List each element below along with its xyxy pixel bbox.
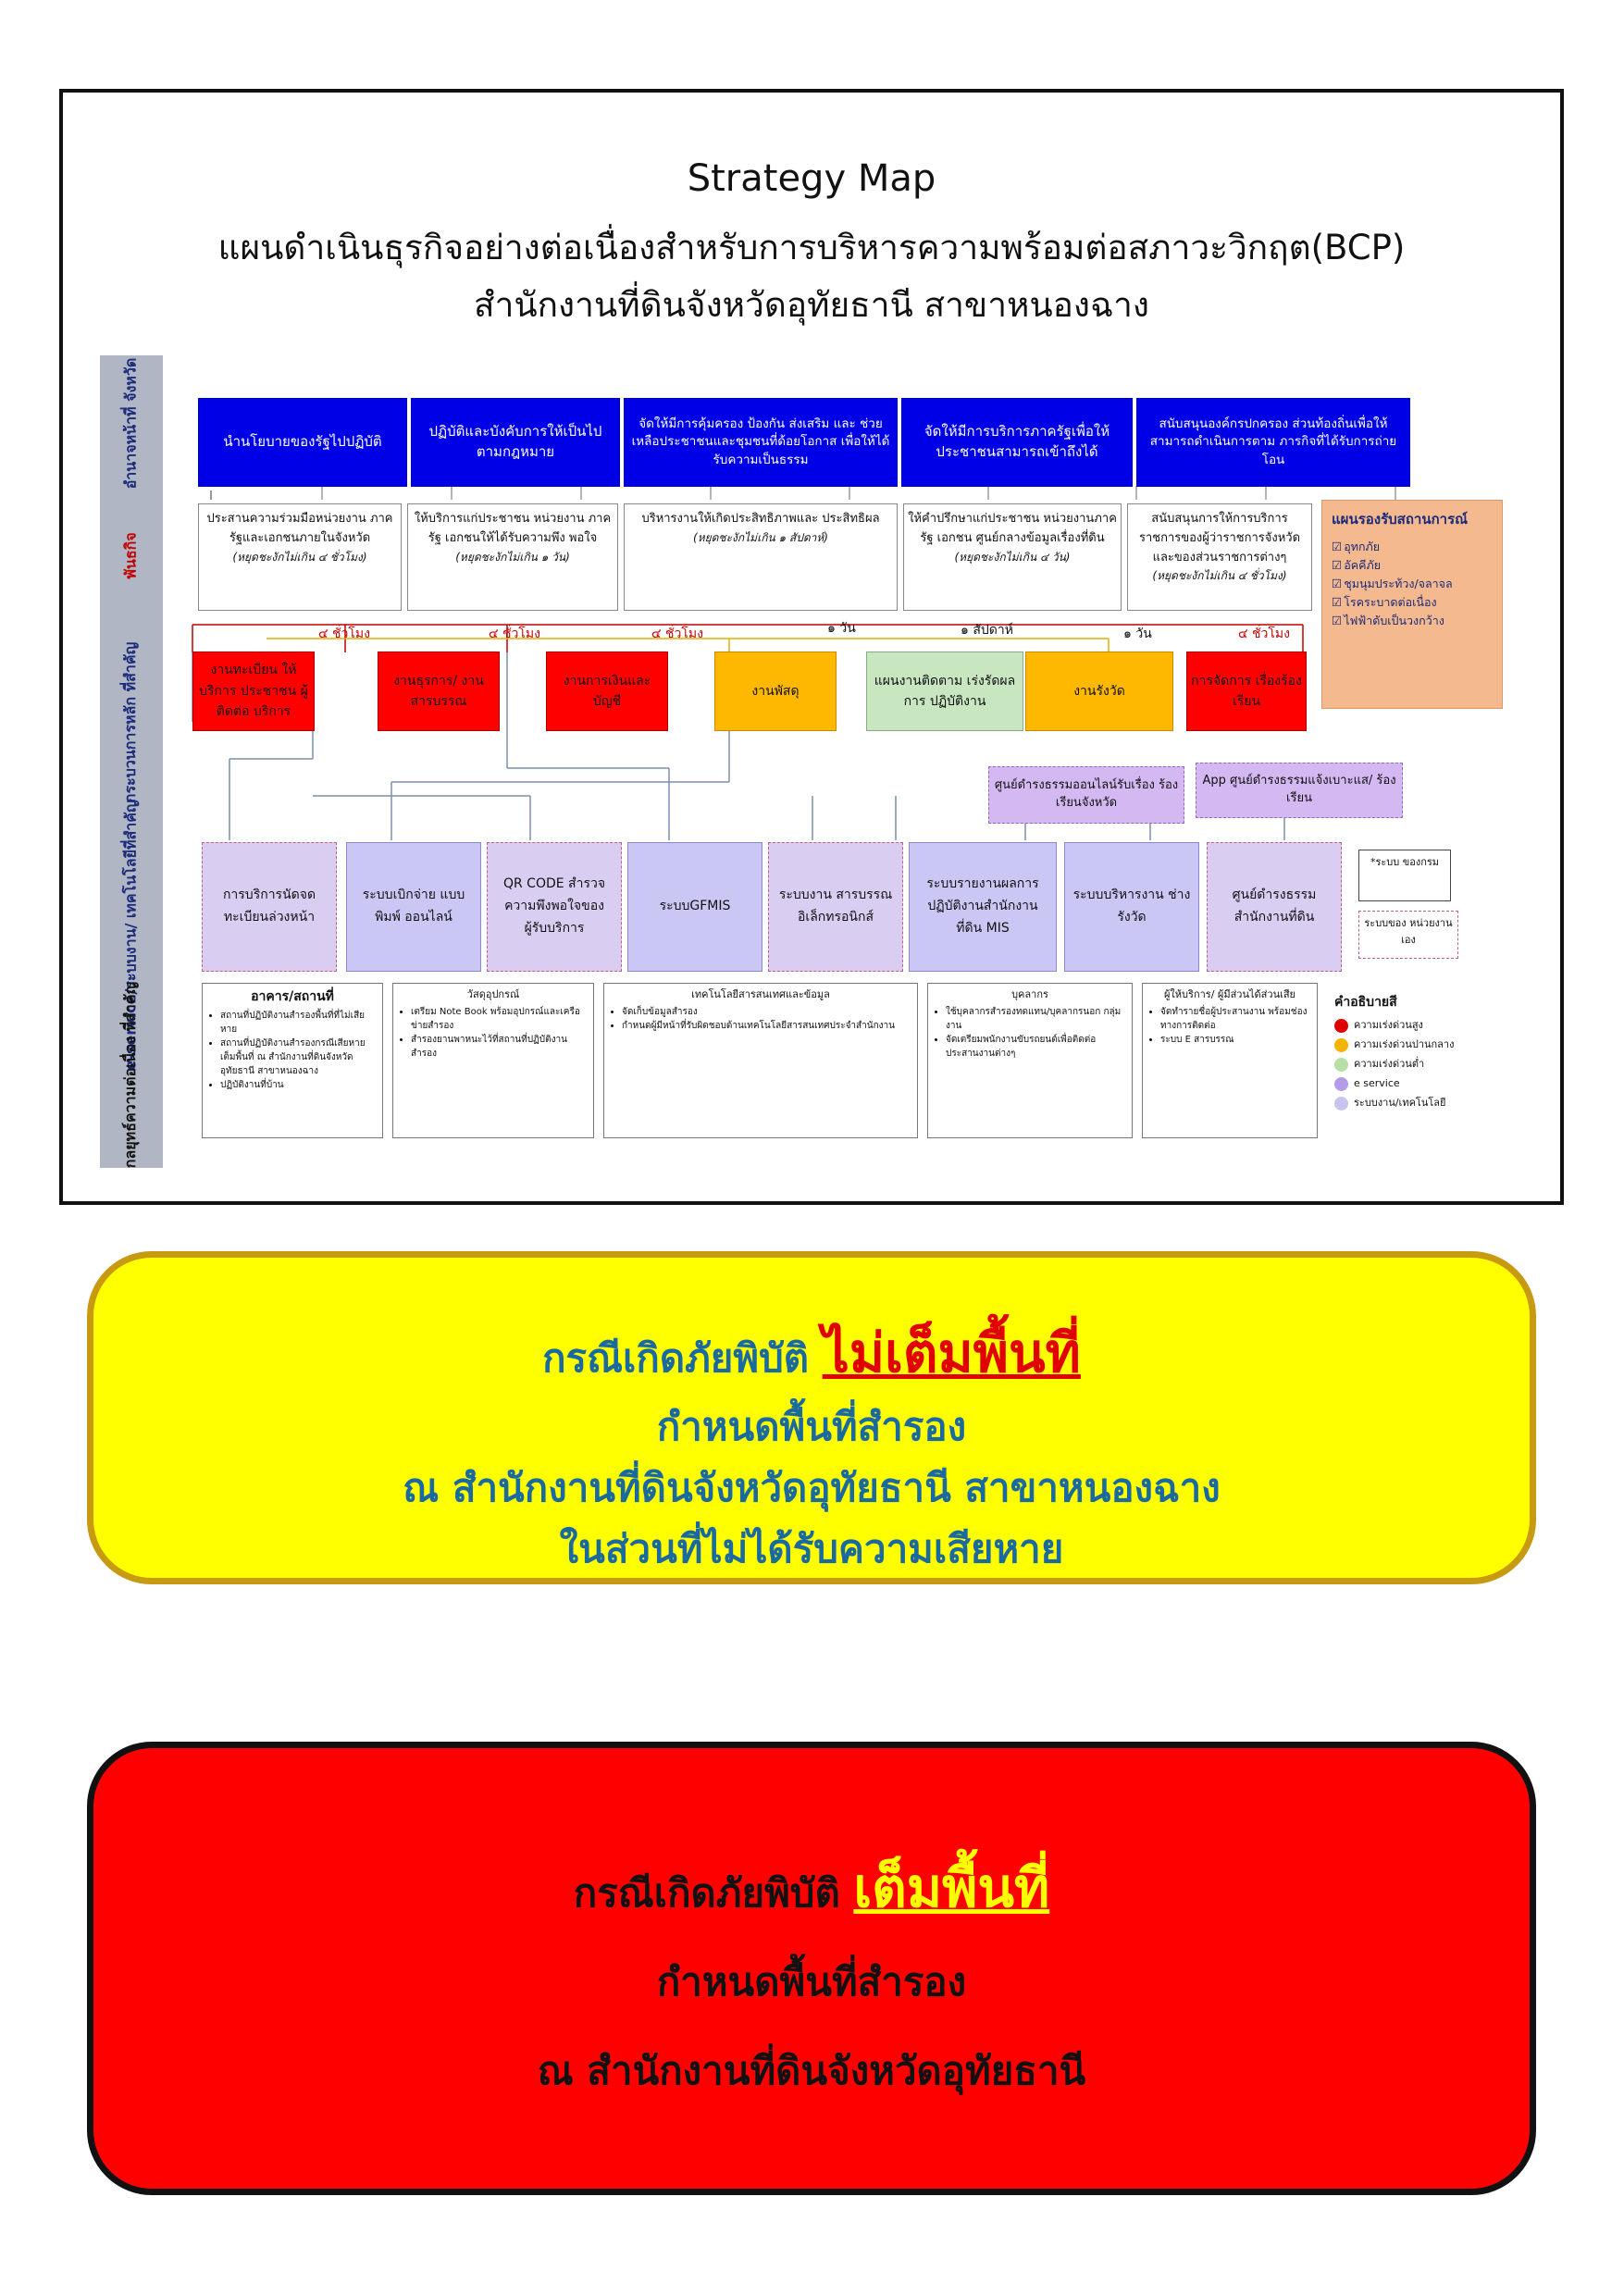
eservice-mis: ระบบรายงานผลการ ปฏิบัติงานสำนักงาน ที่ดิ… — [909, 842, 1057, 972]
full-panel-line2: กำหนดพื้นที่สำรอง — [656, 1959, 967, 2004]
note-own-system: ระบบของ หน่วยงานเอง — [1358, 911, 1458, 959]
side-label-band — [100, 355, 163, 1168]
mission-box-1: ประสานความร่วมมือหน่วยงาน ภาครัฐและเอกชน… — [198, 503, 402, 611]
partial-panel-line2: กำหนดพื้นที่สำรอง — [656, 1404, 967, 1449]
eservice-complaint-app: App ศูนย์ดำรงธรรมแจ้งเบาะแส/ ร้องเรียน — [1196, 763, 1403, 818]
mission-box-2: ให้บริการแก่ประชาชน หน่วยงาน ภาครัฐ เอกช… — [407, 503, 618, 611]
duration-label-2: ๔ ชั่วโมง — [489, 627, 540, 641]
strategy-personnel: บุคลากร ใช้บุคลากรสำรองทดแทน/บุคลากรนอก … — [927, 983, 1133, 1138]
full-panel-headline: กรณีเกิดภัยพิบัติ เต็มพื้นที่ — [573, 1856, 1050, 1919]
strategy-stakeholders: ผู้ให้บริการ/ ผู้มีส่วนได้ส่วนเสีย จัดทำ… — [1142, 983, 1318, 1138]
duration-label-6: ๑ วัน — [1123, 627, 1152, 641]
legend-item-low: ความเร่งด่วนต่ำ — [1334, 1055, 1501, 1074]
side-label-mission: พันธกิจ — [121, 531, 140, 579]
duration-label-7: ๔ ชั่วโมง — [1238, 627, 1290, 641]
process-survey: งานรังวัด — [1025, 652, 1173, 731]
plan-item-epidemic: โรคระบาดต่อเนื่อง — [1332, 593, 1493, 612]
mission-box-4: ให้คำปรึกษาแก่ประชาชน หน่วยงานภาครัฐ เอก… — [903, 503, 1122, 611]
legend-title: คำอธิบายสี — [1334, 995, 1397, 1010]
map-title-th-1: แผนดำเนินธุรกิจอย่างต่อเนื่องสำหรับการบร… — [217, 228, 1406, 267]
legend-item-eservice: e service — [1334, 1074, 1501, 1094]
eservice-disbursement: ระบบเบิกจ่าย แบบพิมพ์ ออนไลน์ — [346, 842, 481, 972]
process-complaints: การจัดการ เรื่องร้องเรียน — [1186, 652, 1307, 731]
strategy-equipment: วัสดุอุปกรณ์ เตรียม Note Book พร้อมอุปกร… — [392, 983, 594, 1138]
side-label-core-process: กระบวนการหลัก ที่สำคัญ — [121, 641, 140, 802]
strategy-it: เทคโนโลยีสารสนเทศและข้อมูล จัดเก็บข้อมูล… — [603, 983, 918, 1138]
partial-panel-line4: ในส่วนที่ไม่ได้รับความเสียหาย — [559, 1526, 1064, 1571]
strategy-map-frame: Strategy Map แผนดำเนินธุรกิจอย่างต่อเนื่… — [59, 89, 1564, 1205]
full-panel-line3: ณ สำนักงานที่ดินจังหวัดอุทัยธานี — [537, 2048, 1086, 2093]
contingency-plan-box: แผนรองรับสถานการณ์ อุทกภัย อัคคีภัย ชุมน… — [1321, 500, 1503, 709]
color-legend: คำอธิบายสี ความเร่งด่วนสูง ความเร่งด่วนป… — [1334, 992, 1501, 1112]
duration-label-5: ๑ สัปดาห์ — [961, 623, 1013, 638]
eservice-gfmis: ระบบGFMIS — [627, 842, 762, 972]
map-title-th-2: สำนักงานที่ดินจังหวัดอุทัยธานี สาขาหนองฉ… — [474, 285, 1149, 325]
partial-panel-headline: กรณีเกิดภัยพิบัติ ไม่เต็มพื้นที่ — [542, 1322, 1081, 1384]
authority-box-4: จัดให้มีการบริการภาครัฐเพื่อให้ ประชาชนส… — [901, 398, 1133, 487]
plan-item-flood: อุทกภัย — [1332, 538, 1493, 556]
partial-disaster-panel: กรณีเกิดภัยพิบัติ ไม่เต็มพื้นที่ กำหนดพื… — [87, 1251, 1536, 1584]
mission-box-3: บริหารงานให้เกิดประสิทธิภาพและ ประสิทธิผ… — [624, 503, 898, 611]
process-admin: งานธุรการ/ งานสารบรรณ — [378, 652, 500, 731]
side-label-authority: อำนาจหน้าที่ จังหวัด — [121, 357, 140, 489]
note-department-system: *ระบบ ของกรม — [1358, 850, 1451, 901]
legend-item-system: ระบบงาน/เทคโนโลยี — [1334, 1094, 1501, 1113]
mission-box-5: สนับสนุนการให้การบริการ ราชการของผู้ว่าร… — [1127, 503, 1312, 611]
partial-panel-line3: ณ สำนักงานที่ดินจังหวัดอุทัยธานี สาขาหนอ… — [403, 1465, 1221, 1510]
process-registration: งานทะเบียน ให้บริการ ประชาชน ผู้ติดต่อ บ… — [192, 652, 315, 731]
eservice-damrongtham: ศูนย์ดำรงธรรม สำนักงานที่ดิน — [1207, 842, 1342, 972]
authority-box-2: ปฏิบัติและบังคับการให้เป็นไป ตามกฎหมาย — [411, 398, 620, 487]
authority-box-5: สนับสนุนองค์กรปกครอง ส่วนท้องถิ่นเพื่อให… — [1136, 398, 1410, 487]
legend-item-medium: ความเร่งด่วนปานกลาง — [1334, 1036, 1501, 1055]
process-finance: งานการเงินและ บัญชี — [546, 652, 668, 731]
eservice-appointment: การบริการนัดจด ทะเบียนล่วงหน้า — [202, 842, 337, 972]
plan-item-power-outage: ไฟฟ้าดับเป็นวงกว้าง — [1332, 612, 1493, 630]
eservice-e-document: ระบบงาน สารบรรณ อิเล็กทรอนิกส์ — [768, 842, 903, 972]
eservice-survey-admin: ระบบบริหารงาน ช่างรังวัด — [1064, 842, 1199, 972]
eservice-qr-survey: QR CODE สำรวจ ความพึงพอใจของ ผู้รับบริกา… — [487, 842, 622, 972]
eservice-online-complaint-center: ศูนย์ดำรงธรรมออนไลน์รับเรื่อง ร้องเรียนจ… — [988, 766, 1184, 824]
map-title-en: Strategy Map — [687, 157, 936, 200]
plan-item-protest: ชุมนุมประท้วง/จลาจล — [1332, 575, 1493, 593]
duration-label-1: ๔ ชั่วโมง — [318, 627, 370, 641]
authority-box-3: จัดให้มีการคุ้มครอง ป้องกัน ส่งเสริม และ… — [624, 398, 898, 487]
strategy-building: อาคาร/สถานที่ สถานที่ปฏิบัติงานสำรองพื้น… — [202, 983, 383, 1138]
duration-label-4: ๑ วัน — [827, 621, 856, 636]
full-disaster-panel: กรณีเกิดภัยพิบัติ เต็มพื้นที่ กำหนดพื้นท… — [87, 1742, 1536, 2195]
process-monitoring: แผนงานติดตาม เร่งรัดผลการ ปฏิบัติงาน — [866, 652, 1023, 731]
plan-item-fire: อัคคีภัย — [1332, 556, 1493, 575]
process-supplies: งานพัสดุ — [714, 652, 837, 731]
contingency-plan-title: แผนรองรับสถานการณ์ — [1332, 511, 1469, 527]
legend-item-high: ความเร่งด่วนสูง — [1334, 1016, 1501, 1036]
side-label-strategy: กลยุทธ์ความต่อเนื่อง ที่สำคัญ — [121, 981, 140, 1168]
authority-box-1: นำนโยบายของรัฐไปปฏิบัติ — [198, 398, 407, 487]
duration-label-3: ๔ ชั่วโมง — [651, 627, 703, 641]
